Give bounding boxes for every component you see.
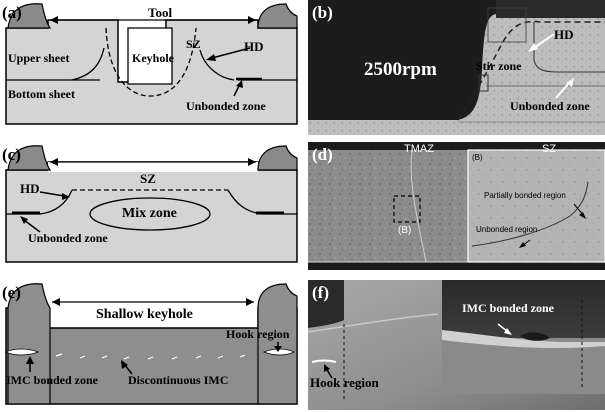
imc-bonded-zone-label-f: IMC bonded zone (462, 301, 555, 315)
keyhole-label: Keyhole (132, 51, 174, 65)
stir-zone-label: Stir zone (476, 59, 522, 73)
panel-a-schematic (0, 0, 302, 132)
panel-c-tag: (c) (2, 145, 21, 164)
panel-c: (c) SZ HD Mix zone Unbonded zone (0, 142, 302, 268)
box-tag-label: (B) (398, 225, 412, 236)
imc-bonded-zone-label-e: IMC bonded zone (6, 373, 99, 387)
unbonded-region-label: Unbonded region (476, 225, 538, 234)
upper-sheet-label: Upper sheet (8, 51, 70, 65)
unbonded-zone-label: Unbonded zone (186, 99, 266, 113)
panel-b-tag: (b) (312, 3, 333, 22)
sz-label-d: SZ (542, 143, 557, 155)
panel-a: (a) Tool Keyhole SZ HD Upper sheet Botto… (0, 0, 302, 132)
panel-f: (f) IMC bonded zone Hook region (308, 280, 605, 410)
unbonded-zone-label-b: Unbonded zone (510, 99, 590, 113)
partially-bonded-label: Partially bonded region (484, 191, 566, 200)
panel-d: (d) TMAZ SZ (B) (B) Partially bonded reg… (308, 142, 605, 270)
unbonded-zone-label-c: Unbonded zone (28, 231, 108, 245)
panel-f-micrograph (308, 280, 605, 410)
sz-label: SZ (186, 37, 201, 51)
bottom-sheet-label: Bottom sheet (8, 87, 75, 101)
hd-label-b: HD (554, 27, 574, 42)
hook-region-label-e: Hook region (226, 327, 290, 341)
panel-a-tag: (a) (2, 3, 22, 22)
panel-e-tag: (e) (2, 283, 21, 302)
mix-zone-label: Mix zone (122, 206, 177, 221)
panel-d-tag: (d) (312, 145, 333, 164)
hook-region-label-f: Hook region (310, 375, 379, 390)
tool-label: Tool (148, 5, 173, 20)
discontinuous-imc-label: Discontinuous IMC (128, 373, 229, 387)
sz-label-c: SZ (140, 171, 156, 186)
panel-e-schematic (0, 280, 302, 410)
shallow-keyhole-label: Shallow keyhole (96, 307, 193, 322)
panel-b-micrograph (308, 0, 605, 135)
hd-label: HD (244, 39, 264, 54)
panel-b: (b) 2500rpm HD Stir zone Unbonded zone (308, 0, 605, 135)
panel-c-schematic (0, 142, 302, 268)
panel-f-tag: (f) (312, 283, 329, 302)
rpm-label: 2500rpm (364, 59, 437, 80)
tmaz-label: TMAZ (404, 143, 434, 155)
panel-d-micrograph (308, 142, 605, 270)
inset-tag-label: (B) (472, 153, 483, 162)
panel-e: (e) Shallow keyhole Hook region IMC bond… (0, 280, 302, 410)
hd-label-c: HD (20, 181, 40, 196)
